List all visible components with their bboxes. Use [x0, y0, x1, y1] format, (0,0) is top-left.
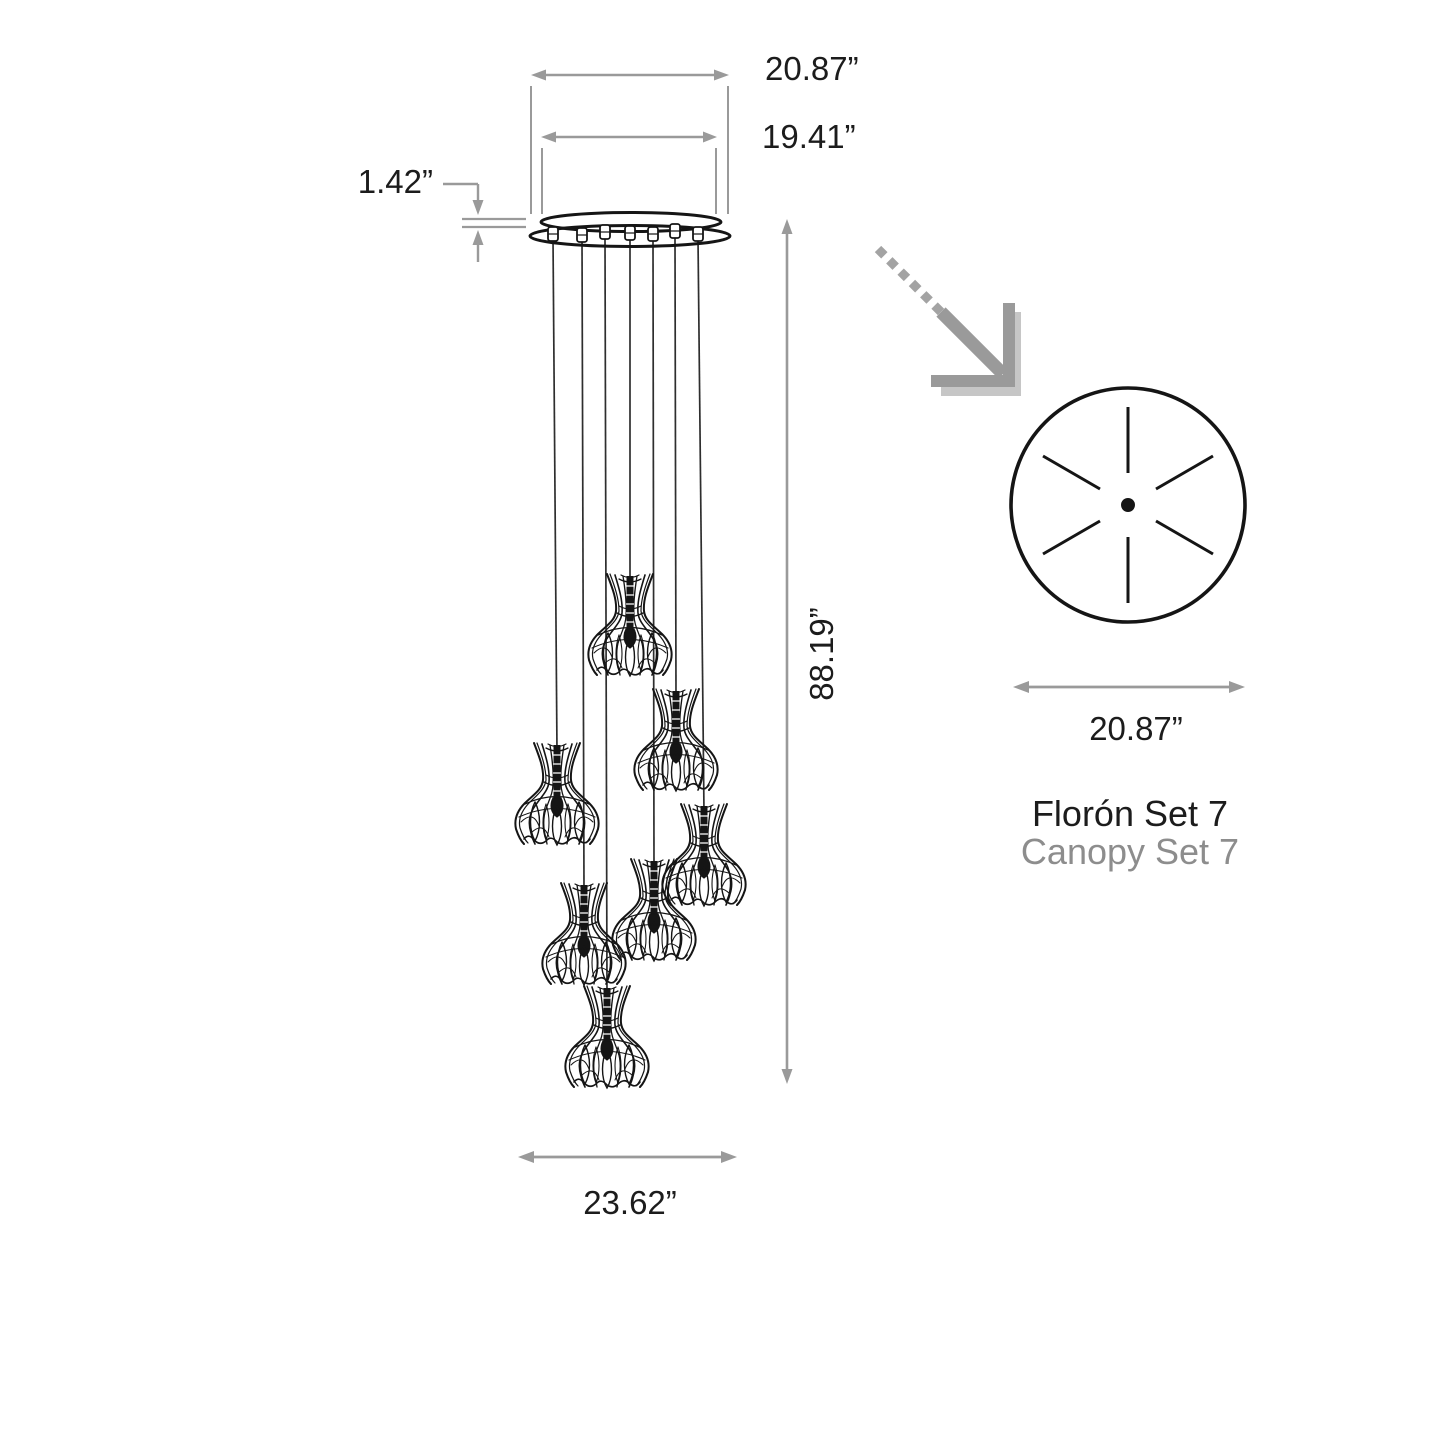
dim-canopy-width-arrow: [530, 69, 729, 214]
cable: [697, 237, 705, 814]
cable: [674, 237, 677, 699]
cable-grippers: [547, 223, 704, 243]
pendant-shade: [587, 573, 673, 677]
product-title: Florón Set 7: [1031, 793, 1229, 834]
product-subtitle: Canopy Set 7: [1020, 831, 1240, 872]
cable: [552, 237, 558, 753]
cable-gripper: [692, 226, 704, 242]
cables: [552, 237, 705, 996]
cable: [581, 237, 585, 893]
detail-pointer-arrow: [874, 245, 1021, 396]
dim-canopy-thickness-label: 1.42”: [357, 163, 433, 200]
dim-canopy-inner-width-label: 19.41”: [762, 118, 856, 155]
cable-gripper: [624, 225, 636, 241]
canopy-side-view: [528, 211, 732, 248]
dim-topview-diameter-arrow: [1013, 681, 1245, 693]
canopy-top-view: [1009, 386, 1247, 624]
pendant-shade: [564, 985, 650, 1089]
dim-canopy-width-label: 20.87”: [765, 50, 859, 87]
cable-gripper: [647, 226, 659, 242]
cable-gripper: [599, 224, 611, 240]
cable: [604, 237, 608, 996]
cable: [652, 237, 655, 869]
pendant-shade: [633, 688, 719, 792]
canopy-center-hole: [1121, 498, 1135, 512]
pendant-cluster: [514, 573, 747, 1089]
dim-canopy-inner-width-arrow: [541, 131, 717, 214]
canopy-spokes: [1042, 407, 1214, 603]
dim-topview-diameter-label: 20.87”: [1089, 710, 1183, 747]
cable-gripper: [547, 226, 559, 242]
dim-cluster-width-label: 23.62”: [583, 1184, 677, 1221]
cable-gripper: [576, 227, 588, 243]
dimension-lines: [443, 69, 1245, 1163]
pendant-shade: [661, 803, 747, 907]
cable-gripper: [669, 223, 681, 239]
dim-canopy-thickness: [443, 182, 526, 262]
dim-cluster-width-arrow: [518, 1151, 737, 1163]
dim-overall-height-label: 88.19”: [803, 607, 840, 701]
pendant-shade: [611, 858, 697, 962]
pendant-shade: [514, 742, 600, 846]
dim-overall-height-arrow: [781, 219, 793, 1084]
